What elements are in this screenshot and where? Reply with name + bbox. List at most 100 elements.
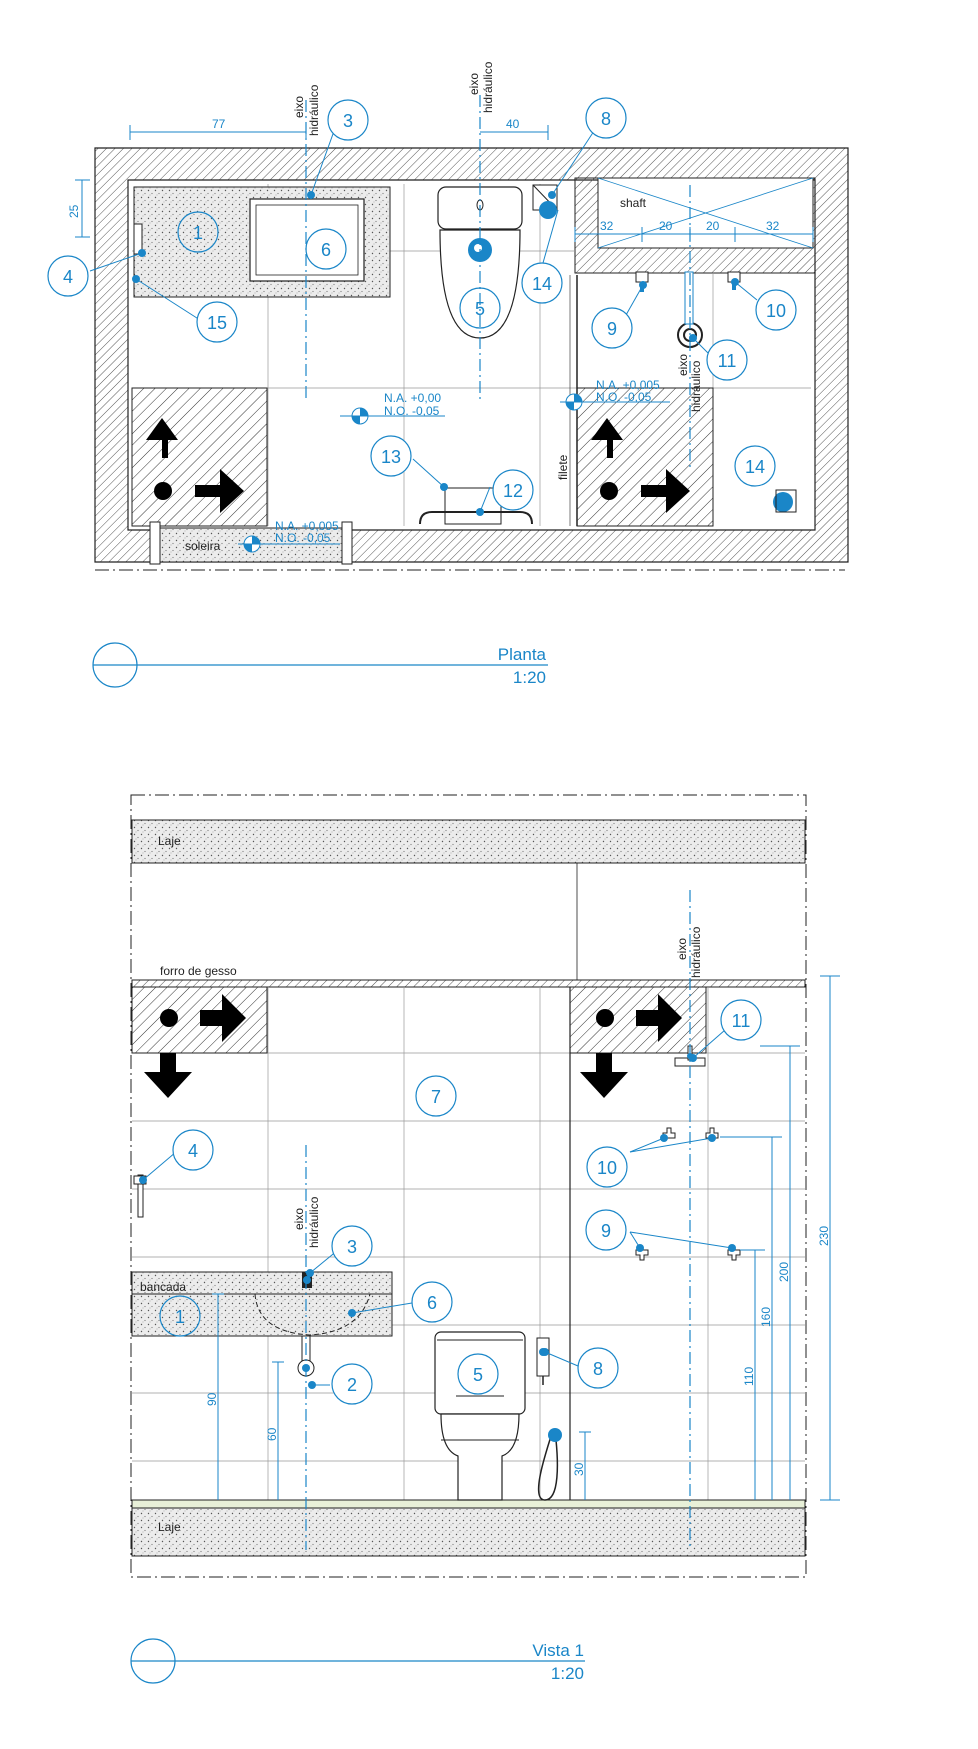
elevation-countertop [131,1271,393,1337]
svg-text:3: 3 [343,111,353,131]
svg-text:230: 230 [817,1226,831,1246]
view-title: Vista 1 [532,1641,584,1660]
svg-text:11: 11 [732,1011,751,1031]
view-bubble-8: 8 [577,1347,619,1389]
svg-text:5: 5 [473,1365,483,1385]
svg-text:6: 6 [321,240,331,260]
view-scale: 1:20 [551,1664,584,1683]
svg-text:9: 9 [601,1221,611,1241]
soleira-label: soleira [185,539,221,553]
svg-text:7: 7 [431,1087,441,1107]
svg-text:2: 2 [347,1375,357,1395]
bottom-slab [131,1507,806,1557]
view-bubble-3: 3 [331,1225,373,1267]
svg-text:5: 5 [475,299,485,319]
plan-sink-inner [255,204,359,276]
svg-text:6: 6 [427,1293,437,1313]
svg-text:60: 60 [265,1427,279,1441]
plan-bubble-14a: 14 [521,262,563,304]
plan-bubble-3: 3 [327,99,369,141]
elevation-arrows-1 [144,994,246,1098]
plan-view: shaft [47,61,849,688]
plan-bubble-1: 1 [177,211,219,253]
elevation-toilet [434,1331,526,1501]
svg-text:12: 12 [503,481,523,501]
top-slab-label: Laje [158,834,181,848]
svg-text:77: 77 [212,117,226,131]
plan-title: Planta [498,645,547,664]
svg-text:25: 25 [67,204,81,218]
view-bubble-10: 10 [586,1146,628,1188]
plan-axis-label-a1: eixo [292,96,306,118]
view-axis-label-b1: eixo [675,938,689,960]
plan-dims: 77 40 25 32 20 20 32 [67,117,814,242]
plan-axis-label-c2: hidráulico [689,360,703,412]
plan-bubble-5: 5 [459,287,501,329]
svg-text:N.A. +0,005: N.A. +0,005 [275,519,339,533]
gypsum-ceiling [131,979,806,988]
plan-bubble-11: 11 [706,339,748,381]
view-axis-label-b2: hidráulico [689,926,703,978]
elevation-leader-dots [139,1054,736,1389]
elevation-frame [130,794,807,1578]
svg-text:110: 110 [742,1367,756,1386]
svg-text:32: 32 [600,219,614,233]
plan-leader-dots [132,191,739,516]
svg-text:10: 10 [766,301,786,321]
svg-text:200: 200 [777,1262,791,1282]
view-axis-label-a1: eixo [292,1208,306,1230]
elevation-arrows-2 [580,994,682,1098]
svg-text:N.A. +0,00: N.A. +0,00 [384,391,441,405]
view-bubble-6: 6 [411,1281,453,1323]
plan-arrows-1 [146,418,244,513]
elevation-view: Laje forro de gesso [130,794,840,1684]
plan-floor-hatch-1 [131,387,268,527]
view-bubble-11: 11 [720,999,762,1041]
plan-arrows-2 [591,418,690,513]
filete-label: filete [556,454,570,480]
svg-text:160: 160 [759,1307,773,1327]
svg-text:14: 14 [745,457,765,477]
plan-scale: 1:20 [513,668,546,687]
svg-text:3: 3 [347,1237,357,1257]
svg-text:8: 8 [601,109,611,129]
plan-bubble-14b: 14 [734,445,776,487]
view-bubble-9: 9 [585,1209,627,1251]
plan-bubble-6: 6 [305,228,347,270]
bancada-label: bancada [140,1280,186,1294]
svg-text:20: 20 [659,219,673,233]
bottom-slab-label: Laje [158,1520,181,1534]
svg-text:40: 40 [506,117,520,131]
plan-bubble-8: 8 [585,97,627,139]
view-bubble-2: 2 [331,1363,373,1405]
elevation-leaders [142,1029,733,1386]
svg-text:N.A. +0,005: N.A. +0,005 [596,378,660,392]
plan-bubble-15: 15 [196,301,238,343]
svg-text:8: 8 [593,1359,603,1379]
plan-axis-label-b2: hidráulico [481,61,495,113]
svg-text:20: 20 [706,219,720,233]
svg-text:1: 1 [175,1307,185,1327]
view-bubble-7: 7 [415,1075,457,1117]
plan-bubble-13: 13 [370,435,412,477]
svg-text:32: 32 [766,219,780,233]
svg-text:14: 14 [532,274,552,294]
svg-text:N.O. -0,05: N.O. -0,05 [596,390,652,404]
plan-bubble-12: 12 [492,469,534,511]
svg-text:4: 4 [188,1141,198,1161]
plan-bubble-4: 4 [47,255,89,297]
svg-text:1: 1 [193,223,203,243]
svg-text:N.O. -0,05: N.O. -0,05 [384,404,440,418]
view-axis-label-a2: hidráulico [307,1196,321,1248]
elevation-shower-fixtures [635,1045,741,1261]
view-bubble-5: 5 [457,1353,499,1395]
plan-shower-fixtures [635,271,741,348]
svg-text:10: 10 [597,1158,617,1178]
plan-axis-label-c1: eixo [676,354,690,376]
svg-text:4: 4 [63,267,73,287]
svg-text:9: 9 [607,319,617,339]
plan-axis-label-a2: hidráulico [307,84,321,136]
plan-axis-label-b1: eixo [467,73,481,95]
svg-text:30: 30 [572,1462,586,1476]
svg-text:13: 13 [381,447,401,467]
